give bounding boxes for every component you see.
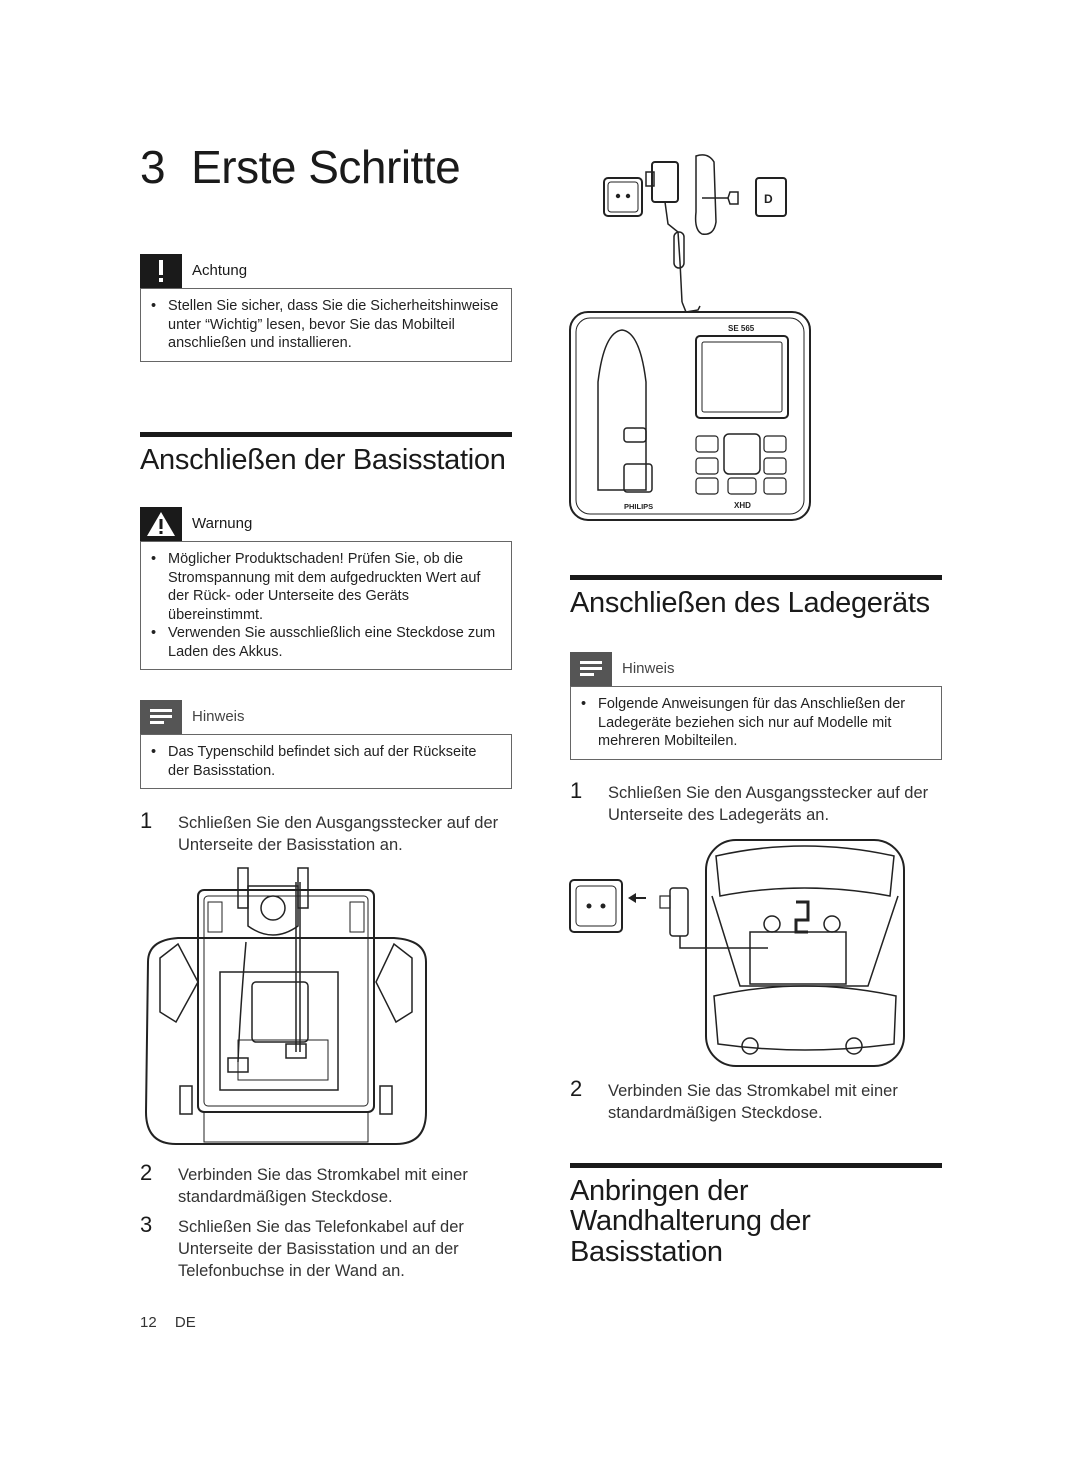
- page-title: 3 Erste Schritte: [140, 140, 461, 194]
- note-item: Folgende Anweisungen für das Anschließen…: [581, 695, 931, 751]
- charger-illustration: [569, 839, 905, 1067]
- caution-body: Stellen Sie sicher, dass Sie die Sicherh…: [140, 288, 512, 362]
- step-text: Schließen Sie den Ausgangsstecker auf de…: [608, 784, 929, 824]
- warning-body: Möglicher Produktschaden! Prüfen Sie, ob…: [140, 541, 512, 670]
- note-callout-charger: Hinweis Folgende Anweisungen für das Ans…: [570, 652, 942, 760]
- step-base-2: 2 Verbinden Sie das Stromkabel mit einer…: [140, 1160, 512, 1208]
- page-number: 12: [140, 1314, 157, 1331]
- step-number: 3: [140, 1212, 153, 1237]
- step-charger-2: 2 Verbinden Sie das Stromkabel mit einer…: [570, 1076, 942, 1124]
- page-footer: 12 DE: [140, 1314, 196, 1331]
- step-number: 2: [570, 1076, 583, 1101]
- chapter-title: Erste Schritte: [191, 141, 461, 193]
- warning-triangle-icon: [140, 507, 182, 541]
- note-item: Das Typenschild befindet sich auf der Rü…: [151, 743, 501, 780]
- step-text: Schließen Sie den Ausgangsstecker auf de…: [178, 814, 499, 854]
- step-text: Verbinden Sie das Stromkabel mit einer s…: [178, 1166, 468, 1206]
- exclamation-icon: [140, 254, 182, 288]
- model-label: SE 565: [728, 324, 755, 333]
- step-text: Verbinden Sie das Stromkabel mit einer s…: [608, 1082, 898, 1122]
- step-number: 2: [140, 1160, 153, 1185]
- section-heading-base: Anschließen der Basisstation: [140, 432, 512, 475]
- step-number: 1: [140, 808, 153, 833]
- step-base-3: 3 Schließen Sie das Telefonkabel auf der…: [140, 1212, 512, 1282]
- base-underside-illustration: [144, 867, 427, 1145]
- caution-item: Stellen Sie sicher, dass Sie die Sicherh…: [151, 297, 501, 353]
- step-text: Schließen Sie das Telefonkabel auf der U…: [178, 1218, 464, 1280]
- note-body: Das Typenschild befindet sich auf der Rü…: [140, 734, 512, 789]
- note-lines-icon: [140, 700, 182, 734]
- warning-label: Warnung: [192, 515, 253, 532]
- step-number: 1: [570, 778, 583, 803]
- note-lines-icon: [570, 652, 612, 686]
- xhd-label: XHD: [734, 501, 751, 510]
- base-station-top-illustration: D SE 565 PHILIPS XHD: [569, 154, 811, 521]
- note-body: Folgende Anweisungen für das Anschließen…: [570, 686, 942, 760]
- step-base-1: 1 Schließen Sie den Ausgangsstecker auf …: [140, 808, 512, 856]
- caution-label: Achtung: [192, 262, 248, 279]
- warning-callout: Warnung Möglicher Produktschaden! Prüfen…: [140, 507, 512, 670]
- note-label: Hinweis: [622, 660, 675, 677]
- caution-callout: Achtung Stellen Sie sicher, dass Sie die…: [140, 254, 512, 362]
- note-callout-base: Hinweis Das Typenschild befindet sich au…: [140, 700, 512, 789]
- warning-item: Verwenden Sie ausschließlich eine Steckd…: [151, 624, 501, 661]
- language-code: DE: [174, 1314, 196, 1331]
- chapter-number: 3: [140, 141, 166, 193]
- note-label: Hinweis: [192, 708, 245, 725]
- step-charger-1: 1 Schließen Sie den Ausgangsstecker auf …: [570, 778, 942, 826]
- brand-label: PHILIPS: [624, 502, 653, 511]
- warning-item: Möglicher Produktschaden! Prüfen Sie, ob…: [151, 550, 501, 624]
- section-heading-wall: Anbringen der Wandhalterung der Basissta…: [570, 1163, 942, 1267]
- section-heading-charger: Anschließen des Ladegeräts: [570, 575, 942, 618]
- wall-jack-label: D: [764, 192, 773, 206]
